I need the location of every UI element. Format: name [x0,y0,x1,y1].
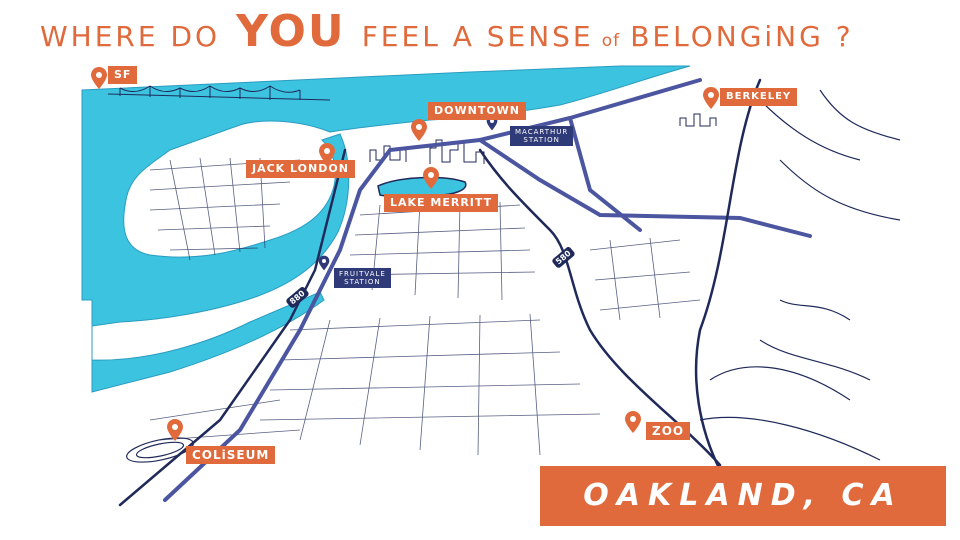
place-label-berkeley: BERKELEY [720,88,798,106]
location-pin-icon [318,255,330,271]
headline-part-5: BELONGiNG ? [630,20,854,53]
station-fruitvale-line1: FRUITVALE [339,270,386,278]
street-grid [149,157,701,456]
station-label-fruitvale: FRUITVALE STATION [334,268,391,288]
location-pin-icon [167,419,183,441]
hills [699,89,901,461]
bay-water [81,65,691,393]
location-pin-icon [411,119,427,141]
bart-lines [163,78,812,502]
headline-part-3: FEEL A SENSE [361,20,594,53]
place-label-zoo: ZOO [646,422,691,440]
headline-part-1: WHERE DO [40,20,221,53]
place-label-downtown: DOWNTOWN [428,102,527,120]
location-pin-icon [423,167,439,189]
place-label-coliseum: COLiSEUM [186,446,276,464]
station-macarthur-line2: STATION [523,136,560,144]
station-macarthur-line1: MACARTHUR [515,128,569,136]
location-pin-icon [625,411,641,433]
bay-bridge [107,85,331,101]
station-label-macarthur: MACARTHUR STATION [510,126,574,146]
headline: WHERE DO YOU FEEL A SENSE of BELONGiNG ? [40,6,940,66]
coliseum-drawing [126,437,194,463]
location-pin-icon [91,67,107,89]
place-label-sf: SF [108,66,138,84]
place-label-jack-london: JACK LONDON [246,160,355,178]
city-banner: OAKLAND, CA [540,466,946,526]
headline-you: YOU [236,6,346,57]
place-label-lake-merritt: LAKE MERRITT [384,194,499,212]
headline-of: of [601,31,621,51]
location-pin-icon [319,143,335,165]
station-fruitvale-line2: STATION [344,278,381,286]
location-pin-icon [703,87,719,109]
